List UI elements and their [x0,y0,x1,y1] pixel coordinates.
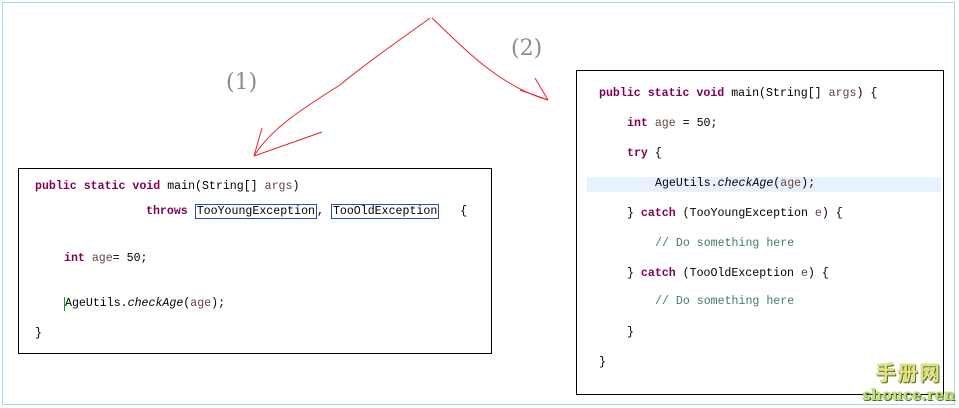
code-text: ) [292,180,300,193]
arrow-head-left-a [253,127,263,157]
comment-line: // Do something here [655,295,795,308]
code-line: AgeUtils.checkAge(age); [64,297,225,311]
code-text: } [627,207,641,220]
code-line: } [627,326,634,339]
variable: e [814,207,822,220]
label-two: (2) [511,36,543,61]
label-one: (1) [226,70,258,95]
code-text: ) { [807,267,829,280]
code-text: { [460,205,468,218]
keyword: catch [640,267,676,280]
code-text: main(String[] [724,87,829,100]
method: checkAge [717,177,774,190]
code-text: (TooYoungException [675,207,815,220]
variable: args [264,180,293,193]
code-text: AgeUtils. [655,177,718,190]
code-line: int age= 50; [64,252,148,266]
variable: age [190,297,212,310]
code-text: ) { [821,207,843,220]
code-text: ); [801,177,816,190]
variable: age [654,117,676,130]
code-text: ); [211,297,226,310]
code-text: main(String[] [160,180,265,193]
arrow-head-right-a [519,89,549,101]
variable: age [91,252,113,265]
variable: args [828,87,857,100]
keyword: try [627,147,648,160]
code-box-throws: public static void main(String[] args) t… [18,168,492,354]
code-text: , [317,205,324,218]
exception-highlight: TooYoungException [194,204,317,219]
code-text: { [647,147,662,160]
code-text: ) { [856,87,878,100]
code-text: ( [773,177,781,190]
code-line: public static void main(String[] args) [35,180,299,194]
keyword: public static void [35,180,161,193]
comment-line: // Do something here [655,237,795,250]
current-line-highlight [587,177,941,192]
code-line: } [35,327,42,340]
keyword: throws [146,205,188,218]
code-box-try-catch: public static void main(String[] args) {… [576,70,944,395]
keyword: catch [640,207,676,220]
arrow-head-left-b [253,131,323,157]
code-line: AgeUtils.checkAge(age); [655,177,815,191]
watermark-logo: 手册网 shouce.ren [862,357,955,404]
keyword: public static void [599,87,725,100]
keyword: int [627,117,648,130]
exception-highlight: TooOldException [330,204,440,219]
code-text: AgeUtils. [65,297,128,310]
code-text: = 50; [675,117,718,130]
code-line: int age = 50; [627,117,717,131]
arrow-to-left-box [253,17,431,157]
method: checkAge [127,297,184,310]
code-line: } catch (TooYoungException e) { [627,207,843,221]
code-line: } catch (TooOldException e) { [627,267,829,281]
code-text: (TooOldException [675,267,801,280]
code-line: try { [627,147,662,161]
code-line: public static void main(String[] args) { [599,87,877,101]
code-text: } [627,267,641,280]
variable: age [780,177,802,190]
variable: e [800,267,808,280]
watermark-en: shouce.ren [862,386,955,404]
code-line: } [599,356,606,369]
code-text: = 50; [112,252,148,265]
arrow-head-right-b [534,77,549,101]
code-text: ( [183,297,191,310]
watermark-cn: 手册网 [875,361,942,385]
keyword: int [64,252,85,265]
code-line: throws TooYoungException, TooOldExceptio… [146,204,468,219]
